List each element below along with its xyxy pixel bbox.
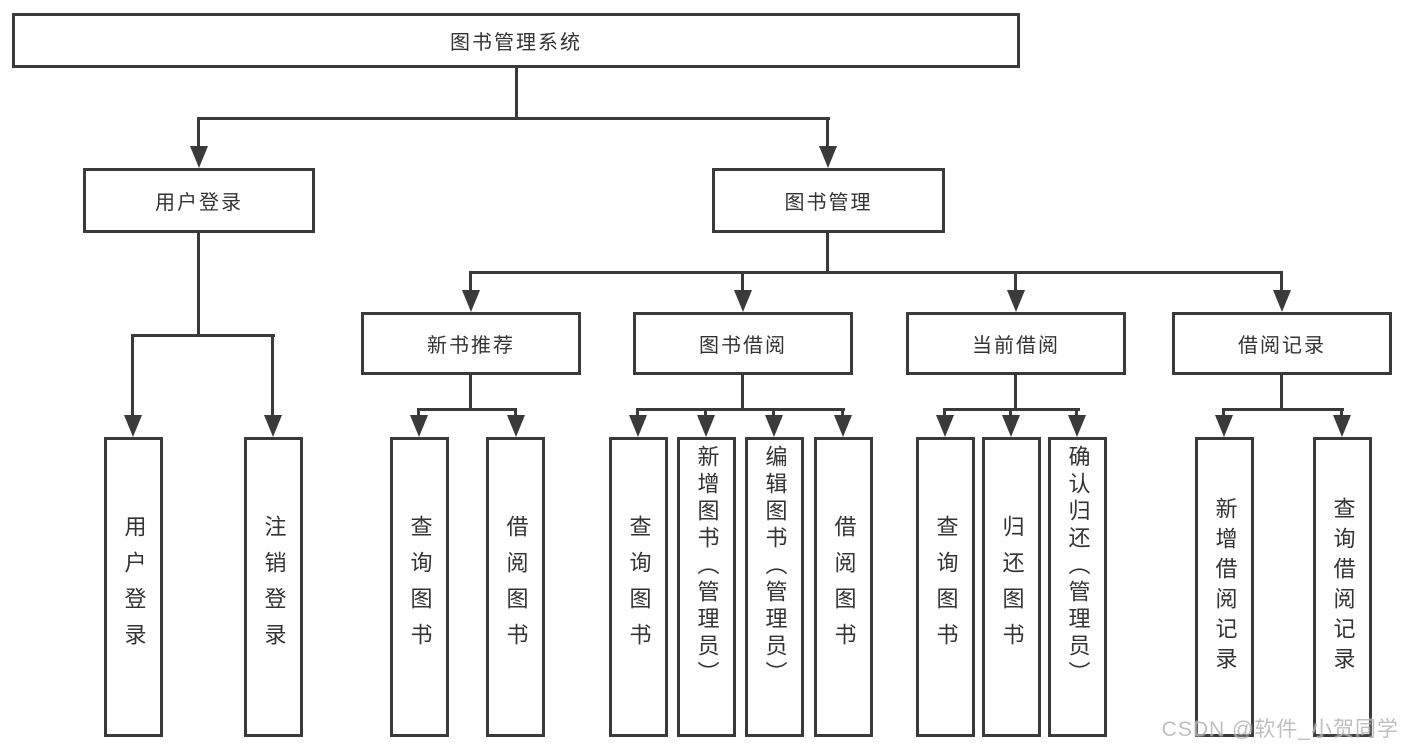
- connector-vline: [197, 233, 200, 337]
- arrow-down-icon: [834, 415, 852, 437]
- arrow-down-icon: [1333, 415, 1351, 437]
- connector-vline: [772, 408, 775, 416]
- leaf-user-login: 用户登录: [104, 437, 163, 737]
- node-new-book-recommend-label: 新书推荐: [427, 335, 515, 357]
- node-system-label: 图书管理系统: [450, 32, 582, 54]
- connector-vline: [943, 408, 946, 416]
- leaf-borrow-books-1-label: 借阅图书: [503, 515, 529, 659]
- leaf-return-books-label: 归还图书: [999, 515, 1025, 659]
- connector-vline: [1014, 375, 1017, 411]
- node-user-login-label: 用户登录: [155, 192, 243, 214]
- leaf-query-books-2: 查询图书: [609, 437, 668, 737]
- connector-vline: [1280, 271, 1283, 292]
- node-book-management-label: 图书管理: [784, 192, 873, 214]
- connector-hline: [469, 271, 1283, 274]
- leaf-query-books-1-label: 查询图书: [407, 515, 433, 659]
- arrow-down-icon: [1002, 415, 1020, 437]
- leaf-query-books-1: 查询图书: [390, 437, 449, 737]
- leaf-add-books-admin-label: 新增图书（管理员）: [694, 445, 720, 688]
- leaf-return-books: 归还图书: [982, 437, 1041, 737]
- leaf-edit-books-admin-label: 编辑图书（管理员）: [762, 445, 788, 688]
- connector-vline: [515, 68, 518, 120]
- connector-hline: [131, 334, 275, 337]
- connector-vline: [514, 408, 517, 416]
- connector-vline: [271, 334, 274, 417]
- leaf-query-borrow-record: 查询借阅记录: [1313, 437, 1372, 737]
- connector-vline: [1340, 408, 1343, 416]
- leaf-add-books-admin: 新增图书（管理员）: [677, 437, 736, 737]
- arrow-down-icon: [936, 415, 954, 437]
- node-current-borrowing-label: 当前借阅: [972, 335, 1060, 357]
- arrow-down-icon: [1068, 415, 1086, 437]
- node-current-borrowing: 当前借阅: [906, 312, 1126, 375]
- connector-vline: [1222, 408, 1225, 416]
- node-borrow-records: 借阅记录: [1172, 312, 1392, 375]
- arrow-down-icon: [190, 146, 208, 168]
- node-new-book-recommend: 新书推荐: [361, 312, 581, 375]
- arrow-down-icon: [819, 146, 837, 168]
- leaf-edit-books-admin: 编辑图书（管理员）: [745, 437, 804, 737]
- leaf-query-books-2-label: 查询图书: [626, 515, 652, 659]
- connector-vline: [1075, 408, 1078, 416]
- leaf-borrow-books-2-label: 借阅图书: [831, 515, 857, 659]
- leaf-borrow-books-2: 借阅图书: [814, 437, 873, 737]
- leaf-query-books-3: 查询图书: [916, 437, 975, 737]
- arrow-down-icon: [410, 415, 428, 437]
- leaf-add-borrow-record: 新增借阅记录: [1195, 437, 1254, 737]
- leaf-confirm-return-admin: 确认归还（管理员）: [1048, 437, 1107, 737]
- leaf-confirm-return-admin-label: 确认归还（管理员）: [1065, 445, 1091, 688]
- connector-vline: [197, 117, 200, 148]
- arrow-down-icon: [507, 415, 525, 437]
- leaf-logout: 注销登录: [244, 437, 303, 737]
- node-system: 图书管理系统: [12, 13, 1020, 68]
- connector-vline: [826, 117, 829, 148]
- leaf-user-login-label: 用户登录: [121, 515, 147, 659]
- arrow-down-icon: [462, 290, 480, 312]
- connector-hline: [197, 117, 830, 120]
- connector-vline: [741, 375, 744, 411]
- connector-hline: [1222, 408, 1344, 411]
- node-book-borrowing-label: 图书借阅: [699, 335, 787, 357]
- leaf-borrow-books-1: 借阅图书: [486, 437, 545, 737]
- node-borrow-records-label: 借阅记录: [1238, 335, 1326, 357]
- arrow-down-icon: [1215, 415, 1233, 437]
- arrow-down-icon: [697, 415, 715, 437]
- node-user-login: 用户登录: [83, 168, 315, 233]
- arrow-down-icon: [1273, 290, 1291, 312]
- leaf-logout-label: 注销登录: [261, 515, 287, 659]
- connector-vline: [704, 408, 707, 416]
- leaf-query-books-3-label: 查询图书: [933, 515, 959, 659]
- arrow-down-icon: [629, 415, 647, 437]
- leaf-add-borrow-record-label: 新增借阅记录: [1212, 497, 1238, 677]
- arrow-down-icon: [734, 290, 752, 312]
- connector-vline: [131, 334, 134, 417]
- connector-hline: [636, 408, 845, 411]
- connector-vline: [469, 271, 472, 292]
- connector-hline: [417, 408, 517, 411]
- connector-vline: [1014, 271, 1017, 292]
- connector-vline: [826, 233, 829, 274]
- arrow-down-icon: [1007, 290, 1025, 312]
- arrow-down-icon: [124, 415, 142, 437]
- connector-vline: [469, 375, 472, 411]
- connector-vline: [1280, 375, 1283, 411]
- connector-vline: [636, 408, 639, 416]
- arrow-down-icon: [765, 415, 783, 437]
- connector-vline: [741, 271, 744, 292]
- connector-vline: [841, 408, 844, 416]
- leaf-query-borrow-record-label: 查询借阅记录: [1330, 497, 1356, 677]
- connector-vline: [417, 408, 420, 416]
- arrow-down-icon: [264, 415, 282, 437]
- node-book-borrowing: 图书借阅: [633, 312, 853, 375]
- connector-vline: [1009, 408, 1012, 416]
- node-book-management: 图书管理: [712, 168, 945, 233]
